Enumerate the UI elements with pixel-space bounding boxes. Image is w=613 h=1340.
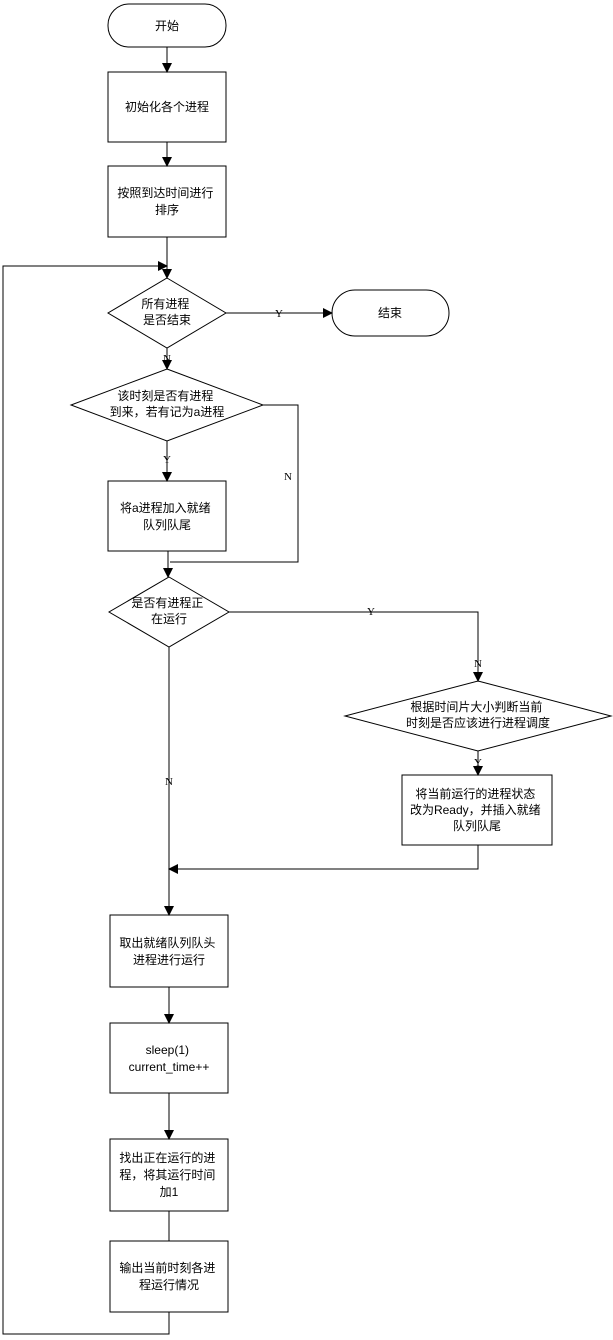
- enqueue-a-label: 将a进程加入就绪 队列队尾: [120, 500, 214, 532]
- arrival-no-label: N: [284, 471, 292, 483]
- all-done-no-label: N: [163, 353, 171, 365]
- find-running-process-box: [109, 1138, 229, 1212]
- all-done-label: 所有进程 是否结束: [141, 296, 192, 327]
- edge-arrival-no: [170, 404, 299, 563]
- sleep-label: sleep(1) current_time++: [129, 1043, 210, 1074]
- find-running-label: 找出正在运行的进 程，将其运行时间 加1: [119, 1150, 218, 1199]
- output-process-box: [109, 1240, 229, 1313]
- running-no-label: N: [165, 776, 173, 788]
- dequeue-label: 取出就绪队列队头 进程进行运行: [119, 935, 218, 967]
- timeslice-yes-label: Y: [474, 757, 482, 769]
- sleep-process-box: [109, 1022, 229, 1094]
- requeue-label: 将当前运行的进程状态 改为Ready，并插入就绪 队列队尾: [410, 786, 544, 833]
- arrival-label: 该时刻是否有进程 到来，若有记为a进程: [110, 388, 225, 419]
- end-label: 结束: [378, 306, 402, 320]
- requeue-process-box: [401, 774, 553, 846]
- init-label: 初始化各个进程: [125, 99, 209, 114]
- all-done-yes-label: Y: [275, 308, 283, 320]
- start-label: 开始: [155, 19, 179, 33]
- edge-loop-back: [2, 261, 170, 1335]
- enqueue-a-process-box: [107, 480, 227, 552]
- sort-label: 按照到达时间进行 排序: [117, 186, 216, 217]
- sort-process-box: [107, 165, 227, 238]
- running-label: 是否有进程正 在运行: [131, 595, 206, 626]
- timeslice-label: 根据时间片大小判断当前 时刻是否应该进行进程调度: [406, 699, 550, 730]
- running-yes-label: Y: [367, 606, 375, 618]
- dequeue-process-box: [109, 914, 229, 988]
- arrival-yes-label: Y: [163, 454, 171, 466]
- output-label: 输出当前时刻各进 程运行情况: [119, 1260, 218, 1292]
- timeslice-no-label: N: [474, 658, 482, 670]
- edge-requeue-to-merge: [168, 845, 479, 874]
- init-process-box: [107, 71, 227, 143]
- edge-running-yes: [229, 611, 483, 682]
